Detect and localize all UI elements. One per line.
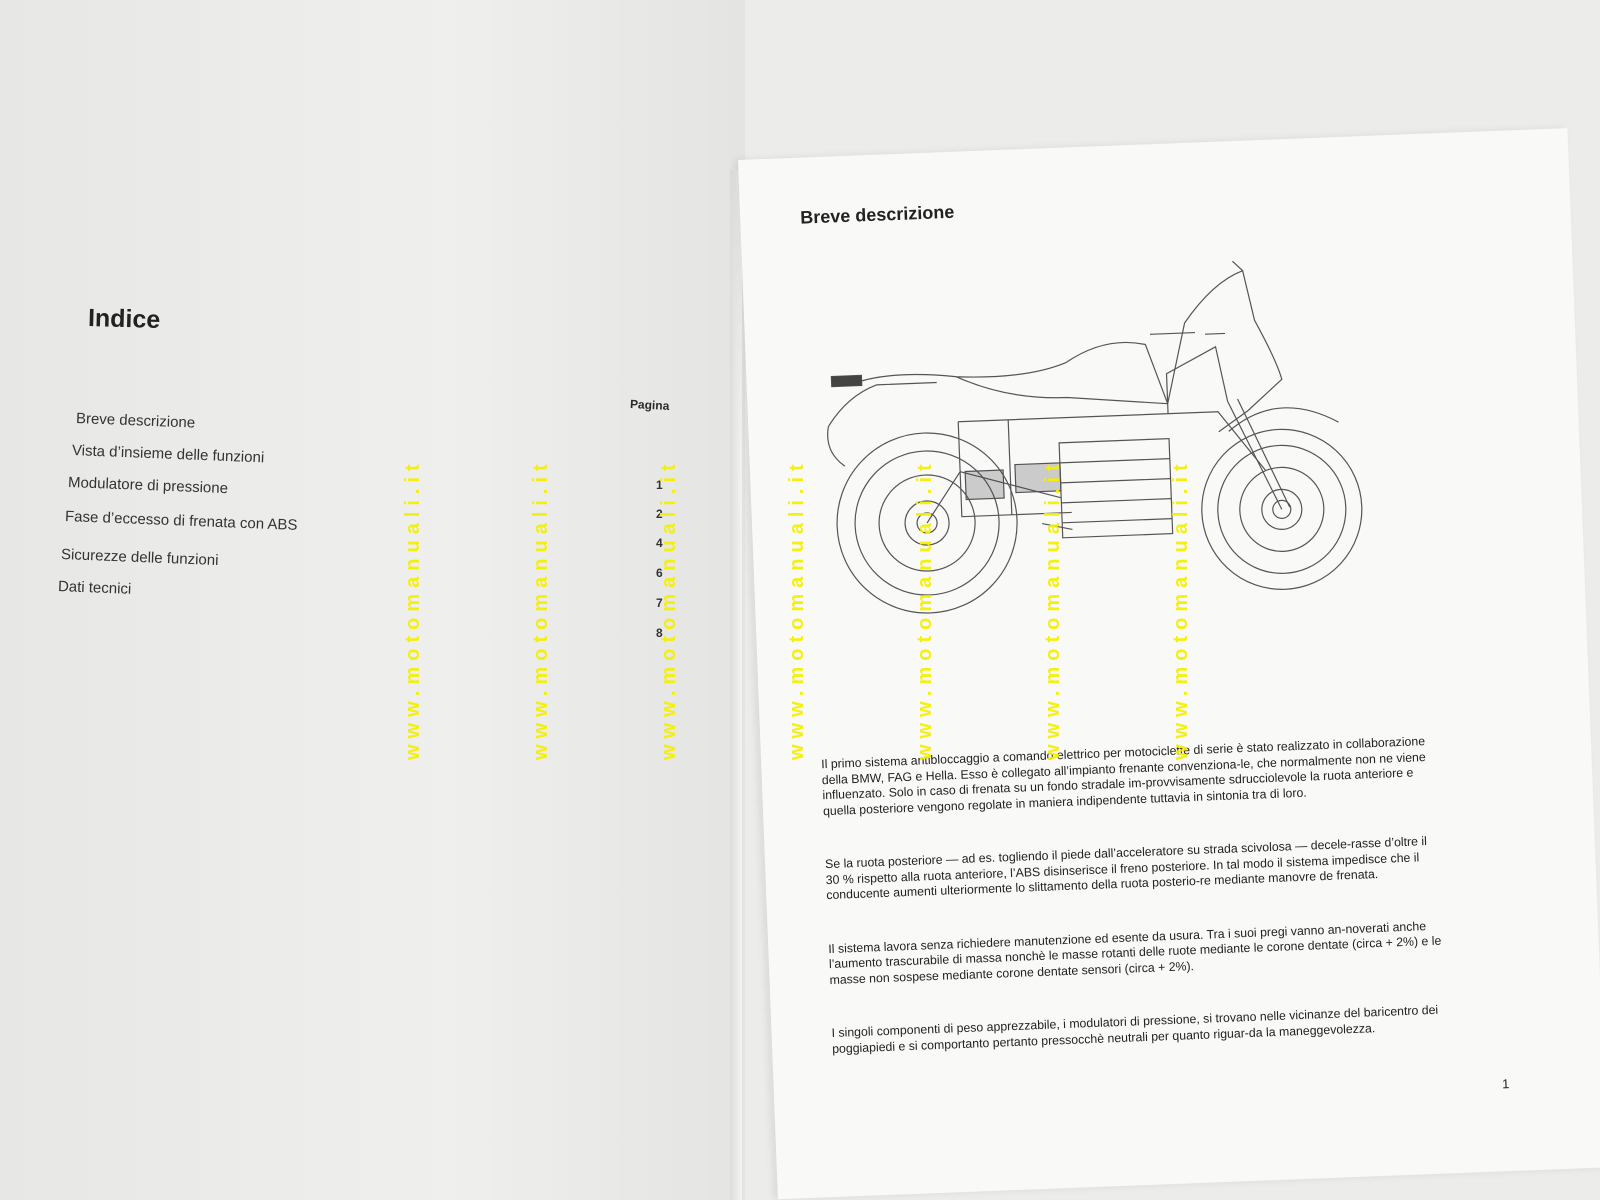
rear-wheel (836, 432, 1018, 614)
toc-page-number: 8 (656, 626, 663, 640)
paragraph: I singoli componenti di peso apprezzabil… (831, 1002, 1439, 1056)
motorcycle-abs-diagram (827, 260, 1363, 614)
toc-item-label: Vista d’insieme delle funzioni (71, 442, 265, 467)
watermark-text: www.motomanuali.it (914, 458, 936, 760)
index-title: Indice (87, 304, 161, 334)
paragraph: Se la ruota posteriore — ad es. togliend… (824, 834, 1428, 903)
paragraph: Il sistema lavora senza richiedere manut… (828, 918, 1442, 987)
watermark-text: www.motomanuali.it (1042, 458, 1064, 760)
front-wheel (1201, 428, 1363, 590)
left-page: Indice Pagina Breve descrizione Vista d’… (0, 0, 745, 1200)
description-text: Il primo sistema antibloccaggio a comand… (821, 734, 1449, 1095)
watermark-text: www.motomanuali.it (402, 458, 424, 760)
watermark-text: www.motomanuali.it (1170, 458, 1192, 760)
book-gutter (730, 170, 742, 1200)
page-column-label: Pagina (629, 396, 670, 414)
toc-page-number: 6 (656, 566, 663, 580)
toc-item-label: Breve descrizione (75, 410, 196, 432)
toc-page-number: 7 (656, 596, 663, 610)
watermark-text: www.motomanuali.it (530, 458, 552, 760)
toc-page-number: 1 (656, 478, 663, 492)
toc-item-label: Sicurezze delle funzioni (60, 546, 219, 570)
page-number: 1 (1501, 1076, 1510, 1092)
right-page: Breve descrizione (738, 128, 1600, 1200)
watermark-text: www.motomanuali.it (786, 458, 808, 760)
toc-page-number: 2 (656, 507, 663, 521)
toc-item-label: Dati tecnici (57, 578, 132, 598)
toc-item-label: Fase d’eccesso di frenata con ABS (64, 508, 298, 534)
rear-grip (831, 375, 862, 387)
toc-page-number: 4 (656, 536, 663, 550)
section-title: Breve descrizione (799, 201, 955, 228)
toc-item-label: Modulatore di pressione (67, 474, 229, 498)
watermark-text: www.motomanuali.it (658, 458, 680, 760)
